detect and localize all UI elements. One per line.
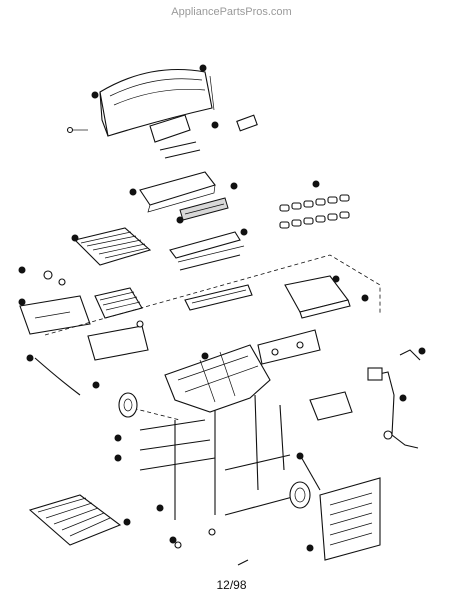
left-hose xyxy=(34,357,81,396)
rock-grate xyxy=(184,284,253,311)
burner xyxy=(169,231,245,271)
cooking-grid xyxy=(73,227,152,266)
part-callout xyxy=(361,294,369,302)
wheels xyxy=(118,392,311,509)
part-callout xyxy=(123,518,131,526)
flavor-bar xyxy=(179,197,229,221)
part-callout xyxy=(176,216,184,224)
tank-tray xyxy=(309,391,353,421)
part-callout xyxy=(114,454,122,462)
control-panel xyxy=(257,329,321,365)
part-callout xyxy=(114,434,122,442)
gas-hose-regulator xyxy=(367,349,421,449)
hood-hardware xyxy=(66,114,258,159)
site-watermark: AppliancePartsPros.com xyxy=(171,6,292,18)
part-callout xyxy=(230,182,238,190)
part-callout xyxy=(26,354,34,362)
part-callout xyxy=(211,121,219,129)
part-callout xyxy=(296,452,304,460)
part-callout xyxy=(18,298,26,306)
part-callout xyxy=(418,347,426,355)
firebox xyxy=(164,344,271,413)
bottom-shelf-grid xyxy=(28,494,122,546)
part-callout xyxy=(199,64,207,72)
hardware-screws xyxy=(43,270,249,566)
part-callout xyxy=(18,266,26,274)
cart-door-panel xyxy=(319,477,381,561)
right-side-shelf xyxy=(284,275,351,319)
part-callout xyxy=(92,381,100,389)
part-callout xyxy=(91,91,99,99)
part-callout xyxy=(312,180,320,188)
part-callout xyxy=(332,275,340,283)
heat-shield xyxy=(139,171,216,213)
part-callout xyxy=(306,544,314,552)
date-code: 12/98 xyxy=(216,578,247,592)
left-side-shelf xyxy=(19,287,149,361)
part-callout xyxy=(201,352,209,360)
grill-hood xyxy=(99,68,215,143)
part-callout xyxy=(156,504,164,512)
part-callout xyxy=(129,188,137,196)
part-callout xyxy=(169,536,177,544)
briquettes xyxy=(279,194,350,229)
part-callout xyxy=(71,234,79,242)
part-callouts xyxy=(18,64,426,552)
part-callout xyxy=(240,228,248,236)
part-callout xyxy=(399,394,407,402)
